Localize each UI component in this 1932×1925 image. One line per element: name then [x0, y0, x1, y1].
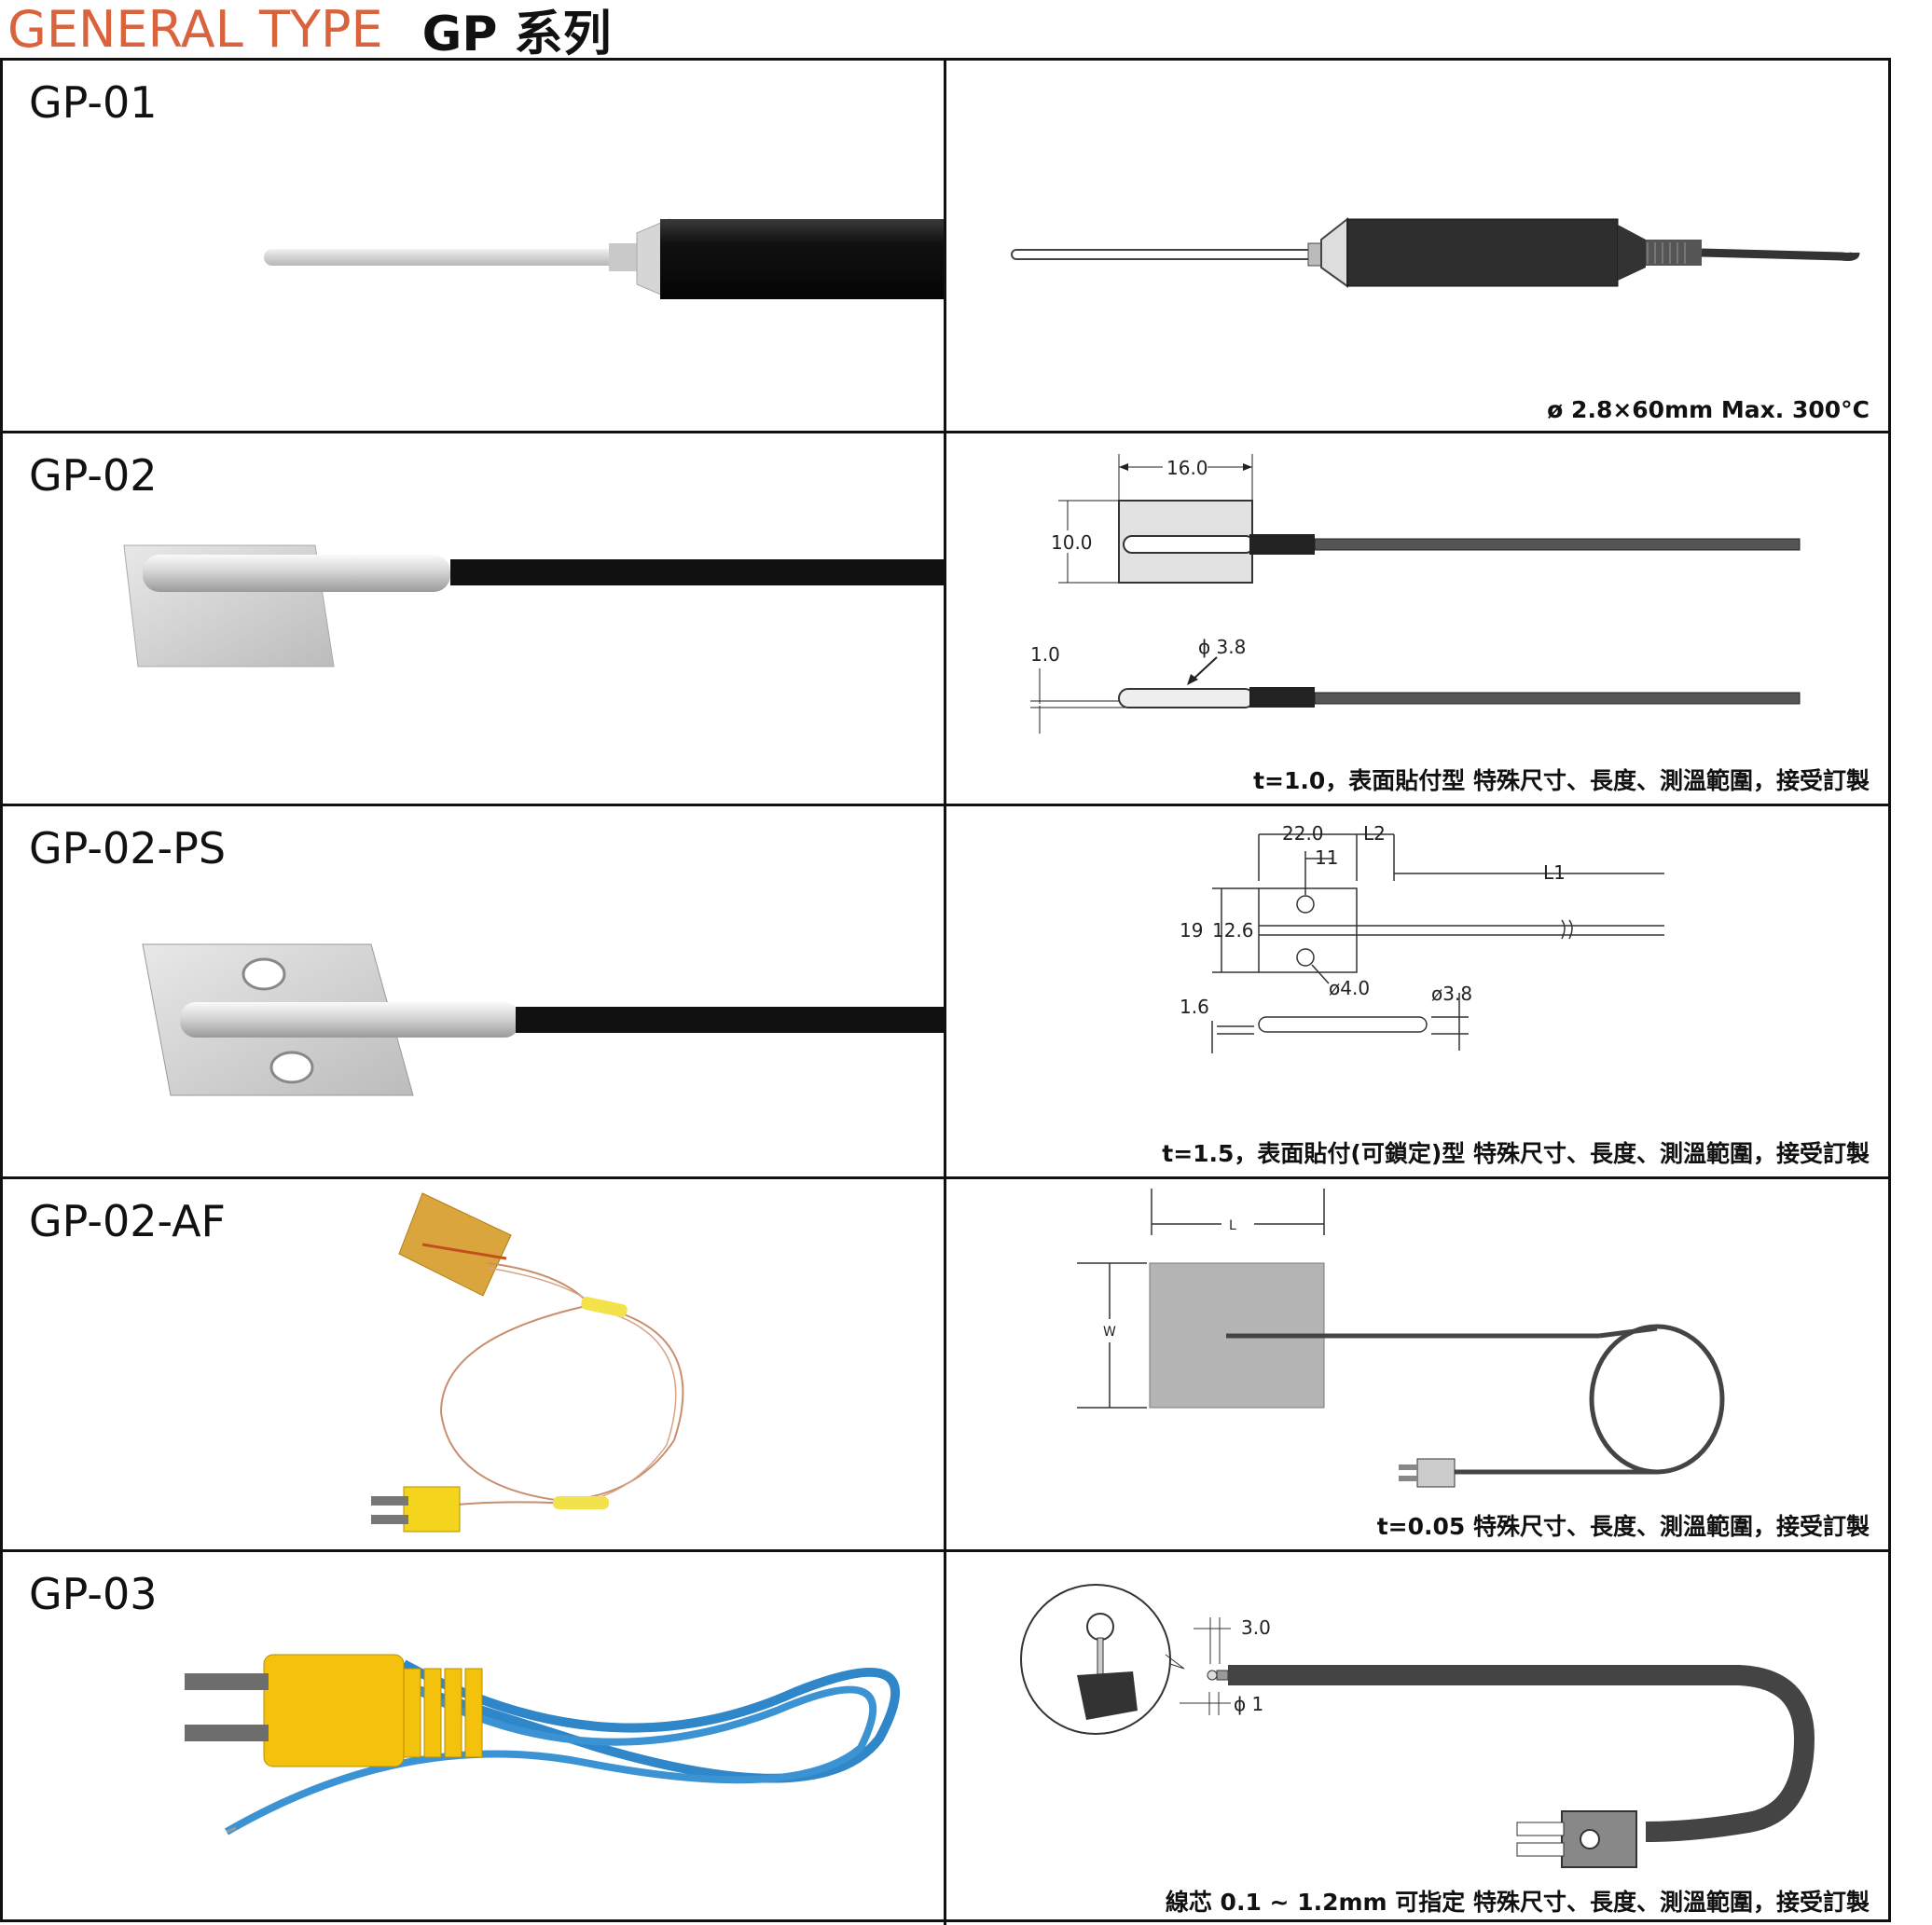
probe-photo: [371, 1192, 684, 1533]
probe-photo: [185, 1654, 900, 1836]
model-label: GP-02: [29, 450, 158, 501]
dim-dia: ϕ 1: [1234, 1693, 1263, 1715]
drawing-cell: 16.0 10.0 1.0 ϕ 3.8 t=1.0，表面: [946, 433, 1888, 804]
page-header: GENERAL TYPE GP 系列: [7, 0, 612, 62]
probe-drawing: L W: [1077, 1189, 1725, 1488]
product-row-gp-02-ps: GP-02-PS: [3, 806, 1888, 1179]
dim-w: W: [1103, 1325, 1116, 1340]
spec-caption: t=0.05 特殊尺寸、長度、測溫範圍，接受訂製: [1376, 1513, 1870, 1540]
model-label: GP-03: [29, 1569, 158, 1619]
spec-caption: 線芯 0.1 ~ 1.2mm 可指定 特殊尺寸、長度、測溫範圍，接受訂製: [1165, 1889, 1870, 1916]
product-row-gp-02: GP-02 16.0: [3, 433, 1888, 806]
dim-e: 19: [1180, 919, 1203, 942]
dim-len: 3.0: [1241, 1616, 1271, 1639]
dim-g: ø4.0: [1329, 977, 1370, 999]
drawing-cell: L W t=0.05 特殊尺寸、長度、測溫範圍，接受訂製: [946, 1179, 1888, 1549]
dim-f: 12.6: [1212, 919, 1254, 942]
drawing-cell: 22.0 L2 11 L1 19 12.6 ø4.0 1.6 ø3.8 t=1.…: [946, 806, 1888, 1176]
drawing-cell: ø 2.8×60mm Max. 300°C: [946, 61, 1888, 431]
photo-cell: GP-02-PS: [3, 806, 946, 1176]
probe-photo: [123, 544, 944, 667]
product-table: GP-01: [0, 58, 1891, 1925]
model-label: GP-02-PS: [29, 823, 227, 873]
probe-drawing: 16.0 10.0 1.0 ϕ 3.8: [1030, 454, 1801, 734]
dim-a: 22.0: [1282, 822, 1324, 845]
probe-drawing: 3.0 ϕ 1: [1020, 1584, 1815, 1868]
title-en: GENERAL TYPE: [7, 0, 383, 59]
dim-d: L1: [1543, 861, 1566, 884]
drawing-cell: 3.0 ϕ 1 線芯 0.1 ~ 1.2mm 可指定 特殊尺寸、長度、測溫範圍，…: [946, 1552, 1888, 1925]
dim-thickness: 1.0: [1030, 643, 1060, 666]
photo-cell: GP-02-AF: [3, 1179, 946, 1549]
dim-l: L: [1229, 1218, 1236, 1233]
photo-cell: GP-01: [3, 61, 946, 431]
product-row-gp-01: GP-01: [3, 61, 1888, 433]
dim-height: 10.0: [1051, 531, 1093, 554]
product-row-gp-02-af: GP-02-AF: [3, 1179, 1888, 1552]
model-label: GP-01: [29, 77, 158, 128]
dim-c: 11: [1315, 846, 1338, 869]
dim-b: L2: [1363, 822, 1386, 845]
product-row-gp-03: GP-03: [3, 1552, 1888, 1925]
spec-caption: ø 2.8×60mm Max. 300°C: [1547, 396, 1870, 423]
dim-width: 16.0: [1166, 457, 1208, 479]
photo-cell: GP-03: [3, 1552, 946, 1925]
spec-caption: t=1.0，表面貼付型 特殊尺寸、長度、測溫範圍，接受訂製: [1253, 767, 1870, 794]
probe-photo: [142, 943, 944, 1096]
spec-caption: t=1.5，表面貼付(可鎖定)型 特殊尺寸、長度、測溫範圍，接受訂製: [1162, 1140, 1870, 1167]
photo-cell: GP-02: [3, 433, 946, 804]
probe-drawing: [1011, 216, 1860, 288]
title-zh: GP 系列: [421, 6, 612, 62]
probe-photo: [264, 218, 944, 299]
model-label: GP-02-AF: [29, 1196, 227, 1246]
dim-h: 1.6: [1180, 996, 1209, 1018]
probe-drawing: 22.0 L2 11 L1 19 12.6 ø4.0 1.6 ø3.8: [1180, 822, 1664, 1053]
dim-diameter: ϕ 3.8: [1198, 636, 1246, 658]
dim-i: ø3.8: [1431, 983, 1472, 1005]
